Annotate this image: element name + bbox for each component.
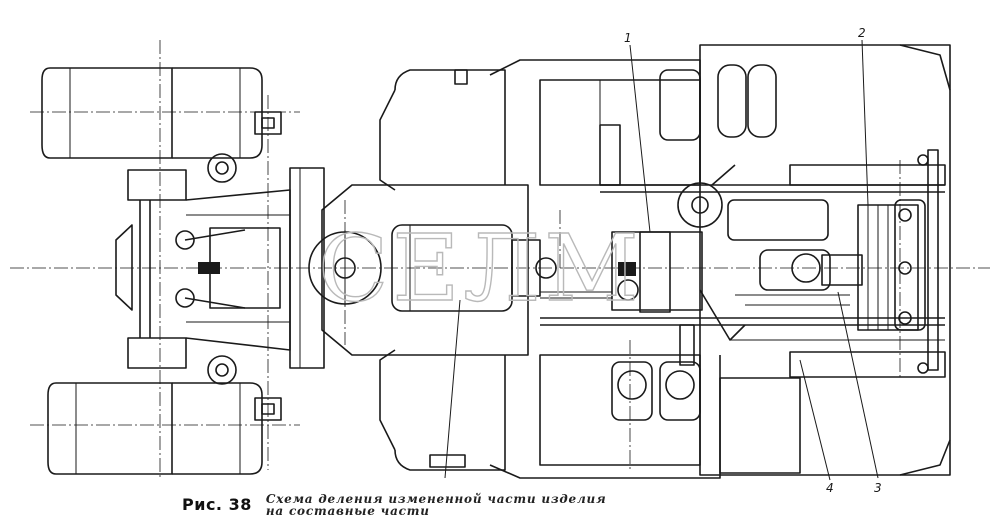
figure-caption: Рис. 38 Схема деления измененной части и… — [182, 493, 606, 517]
callout-labels: 1 2 3 4 — [624, 26, 882, 495]
transmission — [540, 164, 746, 366]
front-wheel-top — [41, 67, 282, 159]
front-axle-assembly — [115, 153, 325, 385]
figure-description: Схема деления измененной части изделия н… — [266, 493, 607, 517]
callout-1: 1 — [624, 31, 632, 45]
engine-hood — [308, 184, 557, 356]
callout-4: 4 — [826, 481, 834, 495]
watermark: СЕЛМ — [318, 215, 643, 322]
callout-2: 2 — [858, 26, 866, 40]
callout-leaders — [444, 39, 879, 481]
figure-description-line2: на составные части — [265, 504, 430, 518]
rear-axle — [727, 149, 939, 374]
callout-3: 3 — [874, 481, 882, 495]
front-wheel-bottom — [47, 382, 282, 475]
figure-description-line1: Схема деления измененной части изделия — [265, 492, 607, 506]
figure-label: Рис. 38 — [182, 495, 252, 514]
